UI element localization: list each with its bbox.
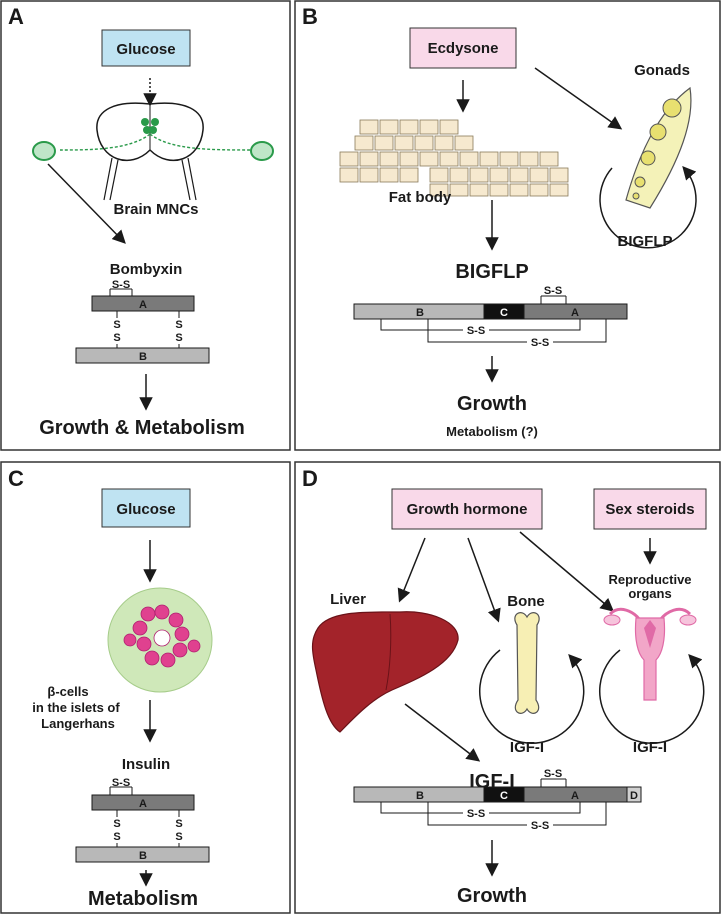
- insulin-b-label: B: [139, 850, 147, 862]
- growth-b-label: Growth: [457, 393, 527, 415]
- bombyxin-ss-top: S-S: [112, 279, 130, 291]
- sex-steroids-box: [593, 488, 707, 530]
- bigflp-loop-arrow: [599, 165, 697, 249]
- igf-seg-d: [626, 786, 642, 803]
- insulin-ss-top: S-S: [112, 777, 130, 789]
- insulin-a-label: A: [139, 798, 147, 810]
- arrow-to-gonads: [534, 67, 623, 130]
- bigflp-ss-1: S-S: [467, 325, 485, 337]
- panel-b: B Ecdysone Fat body Gonads BIGFLP BIGFLP: [294, 0, 721, 451]
- insulin-ss-r1: S: [175, 818, 182, 830]
- panel-c: C Glucose β-cells in the islets of Lange…: [0, 461, 291, 914]
- bigflp-loop-label: BIGFLP: [618, 233, 673, 250]
- glucose-box: [101, 29, 191, 67]
- panel-a-letter: A: [8, 4, 24, 29]
- sex-steroids-label: Sex steroids: [605, 501, 694, 518]
- fat-body-icon: [339, 119, 569, 197]
- insulin-label: Insulin: [122, 756, 170, 773]
- insulin-ss-l1: S: [113, 818, 120, 830]
- liver-icon: [311, 611, 459, 733]
- arrow-to-bone: [467, 537, 501, 623]
- arrow-liver-to-igf: [404, 703, 481, 762]
- bigflp-ss-top: S-S: [544, 285, 562, 297]
- insulin-a-chain: [91, 794, 195, 811]
- ecdysone-label: Ecdysone: [428, 40, 499, 57]
- igf-c-label: C: [500, 790, 508, 802]
- bigflp-a-label: A: [571, 307, 579, 319]
- gonads-label: Gonads: [634, 62, 690, 79]
- panel-c-frame: [0, 461, 291, 914]
- repro-loop-arrow: [598, 649, 705, 744]
- growth-d-label: Growth: [457, 885, 527, 907]
- repro-igf-label: IGF-I: [633, 739, 667, 756]
- bone-loop-arrow: [478, 649, 585, 744]
- panel-b-letter: B: [302, 4, 318, 29]
- metabolism-label: Metabolism: [88, 888, 198, 910]
- panel-d-letter: D: [302, 466, 318, 491]
- igf-d-label: D: [630, 790, 638, 802]
- panel-d: D Growth hormone Sex steroids Liver Bone…: [294, 461, 721, 914]
- bombyxin-ss-l2: S: [113, 332, 120, 344]
- bombyxin-a-label: A: [139, 299, 147, 311]
- bombyxin-b-label: B: [139, 351, 147, 363]
- growth-metabolism-label: Growth & Metabolism: [39, 417, 245, 439]
- arrow-to-liver: [397, 537, 426, 603]
- panel-a-frame: [0, 0, 291, 451]
- metabolism-q-label: Metabolism (?): [446, 424, 538, 439]
- repro-label-1: Reproductive: [608, 572, 691, 587]
- bigflp-ss-2: S-S: [531, 337, 549, 349]
- insulin-b-chain: [75, 846, 210, 863]
- panel-a: A Glucose Brain MNCs Bombyxin S-: [0, 0, 291, 451]
- bombyxin-ss-l1: S: [113, 319, 120, 331]
- panel-b-frame: [294, 0, 721, 451]
- bigflp-seg-a: [523, 303, 628, 320]
- panel-d-frame: [294, 461, 721, 914]
- growth-hormone-label: Growth hormone: [407, 501, 528, 518]
- gonad-icon: [625, 86, 692, 209]
- bombyxin-ss-r1: S: [175, 319, 182, 331]
- insulin-structure: S-S A S S S S B: [75, 777, 210, 863]
- liver-label: Liver: [330, 591, 366, 608]
- glucose-label: Glucose: [116, 41, 175, 58]
- brain-mncs-label: Brain MNCs: [113, 201, 198, 218]
- bigflp-structure: S-S B C A S-S S-S: [353, 285, 628, 349]
- bombyxin-a-chain: [91, 295, 195, 312]
- insulin-ss-r2: S: [175, 831, 182, 843]
- repro-label-2: organs: [628, 586, 671, 601]
- insulin-ss-l2: S: [113, 831, 120, 843]
- arrow-to-repro: [519, 531, 615, 612]
- bombyxin-label: Bombyxin: [110, 261, 183, 278]
- igf-ss-top: S-S: [544, 768, 562, 780]
- panel-c-letter: C: [8, 466, 24, 491]
- arrow-to-bombyxin: [47, 163, 126, 244]
- bone-label: Bone: [507, 593, 545, 610]
- glucose-box-c: [101, 488, 191, 528]
- fat-body-label: Fat body: [389, 189, 452, 206]
- igf-b-label: B: [416, 790, 424, 802]
- igf-ss-1: S-S: [467, 808, 485, 820]
- brain-icon: [32, 102, 274, 201]
- bone-icon: [514, 612, 540, 714]
- bigflp-c-label: C: [500, 307, 508, 319]
- uterus-icon: [603, 607, 697, 701]
- beta-cells-label-1: β-cells: [47, 684, 88, 699]
- bombyxin-ss-r2: S: [175, 332, 182, 344]
- beta-cells-label-3: Langerhans: [41, 716, 115, 731]
- bigflp-b-label: B: [416, 307, 424, 319]
- bigflp-label: BIGFLP: [455, 261, 528, 283]
- growth-hormone-box: [391, 488, 543, 530]
- beta-cells-label-2: in the islets of: [32, 700, 120, 715]
- islet-icon: [107, 587, 213, 693]
- igf-a-label: A: [571, 790, 579, 802]
- bone-igf-label: IGF-I: [510, 739, 544, 756]
- glucose-label-c: Glucose: [116, 501, 175, 518]
- ecdysone-box: [409, 27, 517, 69]
- bombyxin-structure: S-S A S S S S B: [75, 279, 210, 364]
- igf-ss-2: S-S: [531, 820, 549, 832]
- bombyxin-b-chain: [75, 347, 210, 364]
- igf-structure: S-S B C A D S-S S-S: [353, 768, 642, 832]
